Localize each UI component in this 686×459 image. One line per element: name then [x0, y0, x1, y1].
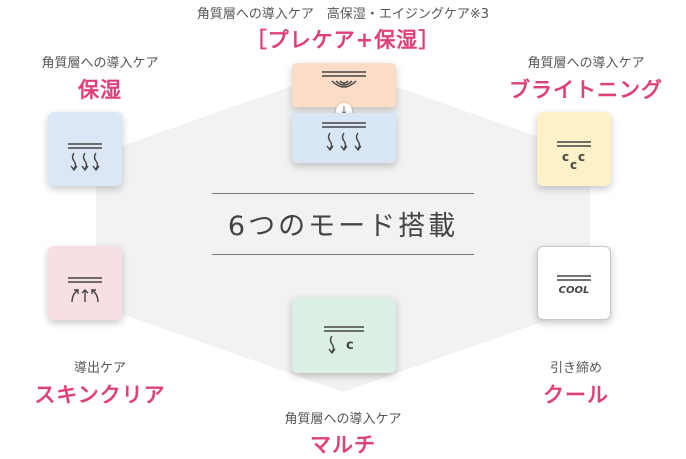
skinclear-icon: [68, 277, 102, 303]
svg-text:c: c: [562, 150, 569, 164]
skinclear-tile: [48, 246, 122, 320]
precare-tile: [292, 63, 396, 107]
brightening-caption: 角質層への導入ケア: [527, 56, 645, 71]
center-bottom-rule: [212, 254, 474, 255]
cool-icon-text: COOL: [559, 285, 590, 296]
moisture-name: 保湿: [78, 78, 122, 102]
skinclear-caption: 導出ケア: [73, 361, 126, 376]
brightening-name: ブライトニング: [509, 78, 663, 102]
moisture-precare-tile: [292, 113, 396, 163]
brightening-icon: c c c: [557, 141, 591, 172]
center-title: 6つのモード搭載: [227, 211, 459, 242]
multi-icon-text: c: [346, 338, 354, 353]
brightening-tile: c c c: [537, 112, 611, 186]
center-top-rule: [212, 193, 474, 194]
moisture-arrows-icon: [322, 122, 366, 152]
svg-text:c: c: [570, 158, 577, 172]
moisture-caption: 角質層への導入ケア: [41, 56, 159, 71]
top-mode-name: ［プレケア+保湿］: [245, 28, 441, 52]
multi-tile: c: [292, 297, 396, 373]
precare-wave-icon: [322, 71, 366, 88]
cool-name: クール: [543, 383, 609, 407]
multi-icon: c: [324, 326, 364, 355]
multi-name: マルチ: [310, 433, 376, 457]
svg-text:c: c: [578, 150, 585, 164]
skinclear-name: スキンクリア: [34, 383, 166, 407]
moisture-icon: [68, 143, 102, 172]
multi-caption: 角質層への導入ケア: [284, 412, 402, 427]
moisture-tile: [48, 112, 122, 186]
cool-tile: COOL: [537, 246, 611, 320]
cool-icon: COOL: [557, 275, 591, 296]
cool-caption: 引き締め: [549, 361, 602, 376]
top-mode-caption: 角質層への導入ケア 高保湿・エイジングケア※3: [196, 7, 490, 22]
